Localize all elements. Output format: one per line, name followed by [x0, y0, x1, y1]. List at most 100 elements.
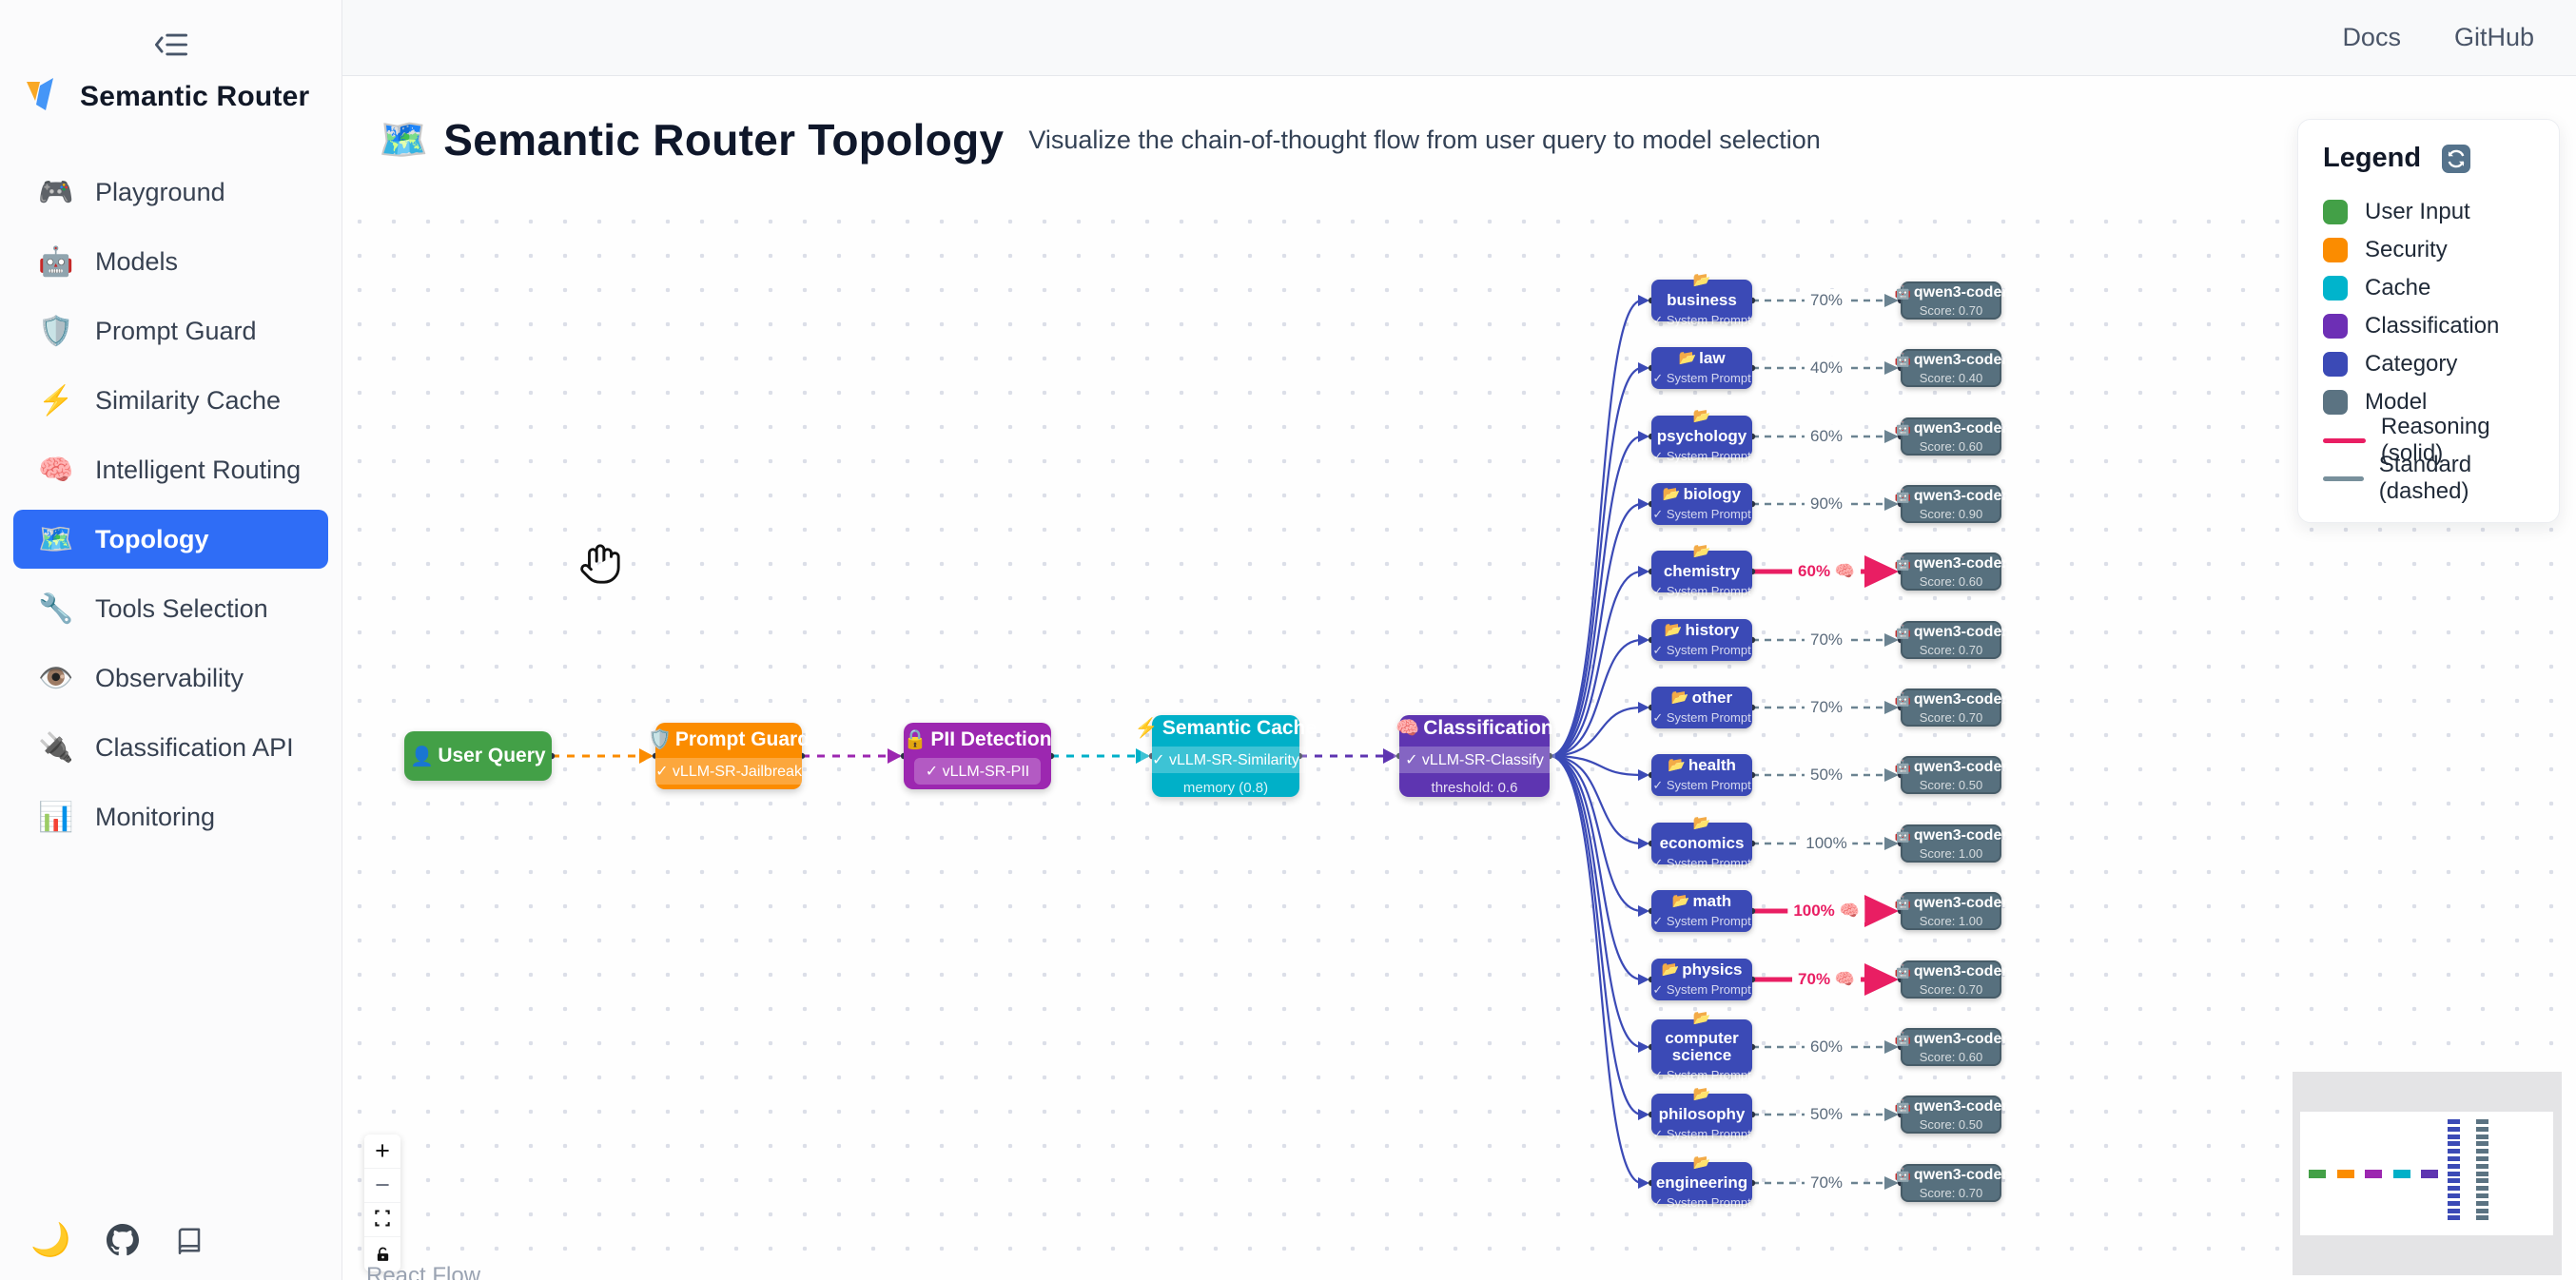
model-title: 🤖qwen3-coder [1894, 691, 2007, 708]
model-badge: ✓ vLLM-SR-Classify [1394, 747, 1555, 773]
legend-item-label: Category [2365, 351, 2458, 377]
sidebar-item-topology[interactable]: 🗺️Topology [13, 510, 328, 569]
sidebar-item-tools-selection[interactable]: 🔧Tools Selection [13, 579, 328, 638]
category-name: psychology [1656, 426, 1747, 445]
robot-icon: 🤖 [1894, 624, 1911, 639]
refresh-icon[interactable] [2442, 144, 2471, 173]
folder-icon: 📂 [1670, 689, 1689, 707]
sidebar-collapse-button[interactable] [143, 25, 200, 67]
category-node-math[interactable]: 📂math✓ System Prompt [1651, 890, 1752, 932]
legend-item-label: Cache [2365, 275, 2431, 301]
node-pii-detection[interactable]: 🔒PII Detection✓ vLLM-SR-PII [903, 723, 1052, 789]
model-score: Score: 0.40 [1919, 370, 1983, 385]
category-name: math [1692, 892, 1732, 911]
category-node-biology[interactable]: 📂biology✓ System Prompt [1651, 483, 1752, 525]
minimap-node [2476, 1208, 2488, 1213]
category-name: physics [1682, 960, 1743, 979]
category-node-chemistry[interactable]: 📂chemistry✓ System Prompt [1651, 544, 1752, 598]
node-prompt-guard[interactable]: 🛡️Prompt Guard✓ vLLM-SR-Jailbreak [644, 723, 813, 789]
model-title: 🤖qwen3-coder [1894, 963, 2007, 980]
model-name: qwen3-coder [1913, 554, 2008, 572]
minimap-node [2476, 1215, 2488, 1221]
sidebar-item-playground[interactable]: 🎮Playground [13, 163, 328, 222]
node-title: 👤User Query [410, 745, 545, 768]
folder-icon: 📂 [1678, 350, 1697, 367]
model-score: Score: 0.70 [1919, 1185, 1983, 1200]
robot-icon: 🤖 [1894, 827, 1911, 843]
node-user-query[interactable]: 👤User Query [404, 731, 552, 781]
model-score: Score: 0.70 [1919, 642, 1983, 657]
book-icon[interactable] [175, 1226, 204, 1254]
model-score: Score: 0.70 [1919, 709, 1983, 725]
category-node-physics[interactable]: 📂physics✓ System Prompt [1651, 959, 1752, 1000]
folder-icon: 📂 [1661, 961, 1680, 979]
flow-canvas[interactable]: 🗺️ Semantic Router Topology Visualize th… [342, 76, 2576, 1280]
model-name: qwen3-coder [1913, 894, 2008, 911]
edge-percentage-label: 50% [1804, 1103, 1849, 1126]
sidebar-item-label: Topology [95, 524, 209, 553]
legend-item-model: Model [2323, 383, 2534, 421]
category-name: philosophy [1658, 1104, 1746, 1123]
sidebar-item-observability[interactable]: 👁️Observability [13, 649, 328, 708]
category-node-other[interactable]: 📂other✓ System Prompt [1651, 687, 1752, 728]
category-node-business[interactable]: 📂business✓ System Prompt [1651, 273, 1752, 327]
model-name: qwen3-coder [1913, 1097, 2008, 1115]
sidebar-item-monitoring[interactable]: 📊Monitoring [13, 787, 328, 846]
legend-item-classification: Classification [2323, 307, 2534, 345]
category-title: 📂engineering [1656, 1155, 1747, 1192]
sidebar-item-models[interactable]: 🤖Models [13, 232, 328, 291]
legend-line-swatch [2323, 475, 2364, 481]
lock-button[interactable] [364, 1237, 400, 1271]
model-title: 🤖qwen3-coder [1894, 1167, 2007, 1184]
theme-toggle-moon-icon[interactable]: 🌙 [30, 1222, 71, 1258]
category-node-engineering[interactable]: 📂engineering✓ System Prompt [1651, 1155, 1752, 1210]
sidebar-item-classification-api[interactable]: 🔌Classification API [13, 718, 328, 777]
category-node-economics[interactable]: 📂economics✓ System Prompt [1651, 816, 1752, 870]
sidebar-item-prompt-guard[interactable]: 🛡️Prompt Guard [13, 301, 328, 360]
category-node-computer-science[interactable]: 📂computer science✓ System Prompt [1651, 1011, 1752, 1082]
category-node-philosophy[interactable]: 📂philosophy✓ System Prompt [1651, 1087, 1752, 1141]
edge-percentage-text: 90% [1809, 495, 1844, 513]
zoom-in-button[interactable]: + [364, 1135, 400, 1169]
sidebar-item-label: Playground [95, 177, 225, 206]
github-link[interactable]: GitHub [2453, 23, 2534, 51]
folder-icon: 📂 [1662, 486, 1681, 503]
category-node-psychology[interactable]: 📂psychology✓ System Prompt [1651, 409, 1752, 463]
minimap-node [2448, 1215, 2460, 1221]
sidebar-item-intelligent-routing[interactable]: 🧠Intelligent Routing [13, 440, 328, 499]
legend-line-items: Reasoning (solid)Standard (dashed) [2323, 414, 2534, 504]
github-icon[interactable] [107, 1224, 140, 1256]
fit-view-button[interactable] [364, 1203, 400, 1237]
system-prompt-badge: ✓ System Prompt [1652, 777, 1751, 792]
sidebar-item-label: Models [95, 246, 179, 276]
category-node-history[interactable]: 📂history✓ System Prompt [1651, 619, 1752, 661]
model-name: qwen3-coder [1913, 690, 2008, 708]
model-title: 🤖qwen3-coder [1894, 1098, 2007, 1115]
docs-link[interactable]: Docs [2342, 23, 2401, 51]
category-node-law[interactable]: 📂law✓ System Prompt [1651, 347, 1752, 389]
sidebar-item-similarity-cache[interactable]: ⚡Similarity Cache [13, 371, 328, 430]
minimap[interactable] [2293, 1072, 2562, 1275]
zoom-out-button[interactable]: − [364, 1169, 400, 1203]
sidebar-item-label: Prompt Guard [95, 316, 257, 345]
minimap-node [2448, 1208, 2460, 1213]
category-name: computer science [1665, 1028, 1739, 1065]
model-name: qwen3-coder [1913, 419, 2008, 436]
category-node-health[interactable]: 📂health✓ System Prompt [1651, 754, 1752, 796]
